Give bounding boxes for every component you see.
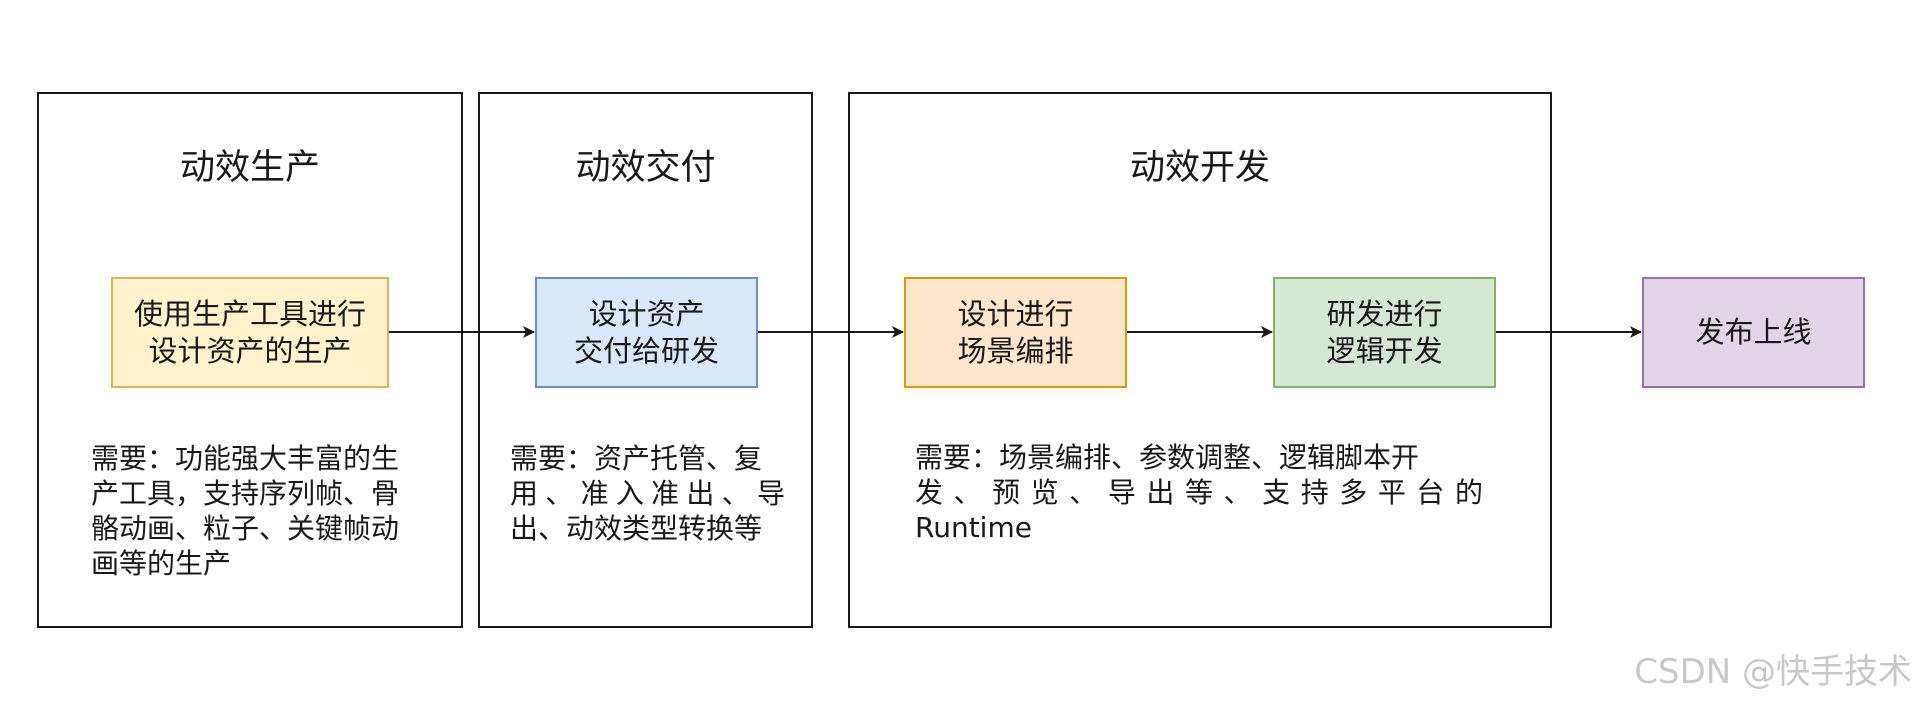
node-delivery-line-1: 设计资产	[588, 296, 705, 331]
phase-delivery-title: 动效交付	[575, 148, 716, 188]
node-logic-development-line-2: 逻辑开发	[1326, 333, 1443, 368]
requirements-development-line-3: Runtime	[915, 511, 1032, 544]
requirements-development-line-1: 需要：场景编排、参数调整、逻辑脚本开	[915, 441, 1420, 474]
phase-development-title: 动效开发	[1129, 148, 1270, 188]
requirements-production-line-2: 产工具，支持序列帧、骨	[91, 477, 400, 510]
node-logic-development-line-1: 研发进行	[1326, 296, 1443, 331]
requirements-delivery-line-3: 出、动效类型转换等	[510, 512, 763, 545]
node-delivery-line-2: 交付给研发	[573, 333, 719, 368]
requirements-production-line-4: 画等的生产	[91, 547, 232, 580]
requirements-production: 需要：功能强大丰富的生 产工具，支持序列帧、骨 骼动画、粒子、关键帧动 画等的生…	[91, 441, 421, 581]
phase-production-title: 动效生产	[179, 148, 320, 188]
node-release-label: 发布上线	[1695, 315, 1812, 349]
requirements-production-line-3: 骼动画、粒子、关键帧动	[91, 512, 400, 545]
node-scene-arrangement: 设计进行 场景编排	[904, 277, 1127, 388]
requirements-development-line-2: 发、预览、导出等、支持多平台的	[915, 476, 1483, 509]
requirements-delivery: 需要：资产托管、复 用、准入准出、导 出、动效类型转换等	[510, 441, 785, 546]
node-production: 使用生产工具进行 设计资产的生产	[111, 277, 389, 388]
node-scene-arrangement-line-2: 场景编排	[957, 333, 1074, 368]
node-scene-arrangement-line-1: 设计进行	[957, 296, 1074, 331]
node-production-line-1: 使用生产工具进行	[133, 296, 366, 331]
requirements-delivery-line-1: 需要：资产托管、复	[510, 442, 763, 475]
node-release: 发布上线	[1642, 277, 1865, 388]
requirements-production-line-1: 需要：功能强大丰富的生	[91, 442, 400, 475]
requirements-delivery-line-2: 用、准入准出、导	[510, 477, 785, 510]
watermark: CSDN @快手技术	[1634, 652, 1912, 692]
node-production-line-2: 设计资产的生产	[148, 333, 352, 368]
requirements-development: 需要：场景编排、参数调整、逻辑脚本开 发、预览、导出等、支持多平台的 Runti…	[915, 440, 1483, 545]
node-delivery: 设计资产 交付给研发	[535, 277, 758, 388]
node-logic-development: 研发进行 逻辑开发	[1273, 277, 1496, 388]
